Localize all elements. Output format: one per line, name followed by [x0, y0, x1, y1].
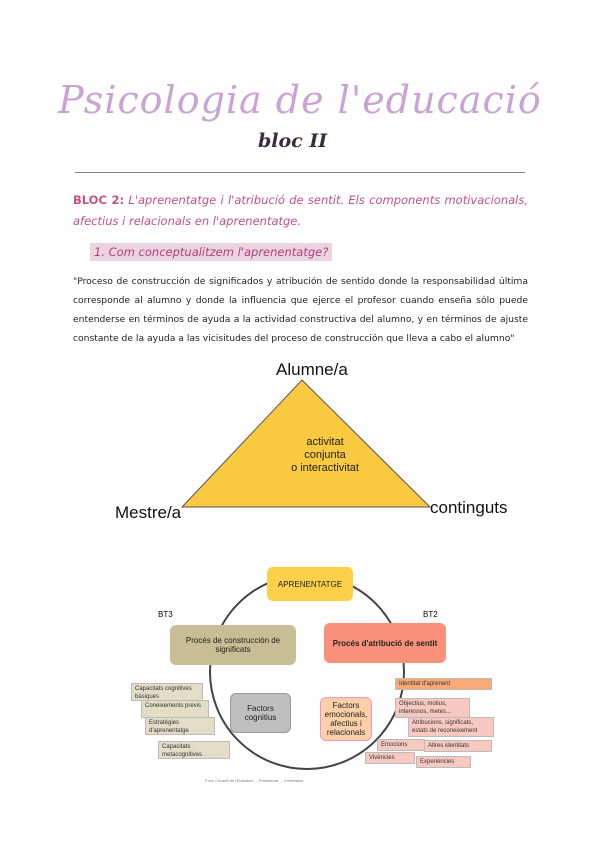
triangle-left-label: Mestre/a — [115, 503, 182, 522]
triangle-center-label: activitat conjunta o interactivitat — [270, 436, 380, 475]
center-line: conjunta — [304, 449, 346, 461]
quote-paragraph: "Proceso de construcción de significados… — [73, 276, 528, 344]
emotional-item: Vivències — [365, 752, 415, 764]
bloc-text: L'aprenentatge i l'atribució de sentit. … — [73, 193, 528, 228]
document-subtitle: bloc II — [258, 130, 328, 152]
divider — [75, 172, 525, 173]
center-line: o interactivitat — [291, 462, 359, 474]
aprenentatge-box: APRENENTATGE — [267, 567, 353, 601]
cognitive-item: Capacitats metacognitives — [158, 741, 230, 759]
cognitive-item: Estratègies d'aprenentatge — [145, 717, 215, 735]
bloc-label: BLOC 2: — [73, 193, 125, 207]
emotional-item: Emocions — [377, 739, 425, 751]
cognitive-item: Capacitats cognitives bàsiques — [131, 683, 203, 701]
figure-caption: Font: Consell de l'Educació ... Professo… — [205, 778, 303, 783]
factors-emocionals-box: Factors emocionals, afectius i relaciona… — [320, 697, 372, 741]
subheading: 1. Com conceptualitzem l'aprenentatge? — [90, 243, 333, 261]
triangle-right-label: continguts — [430, 498, 508, 517]
cycle-circle — [209, 574, 405, 770]
bt3-label: BT3 — [158, 610, 173, 619]
cognitive-item: Coneixements previs — [141, 700, 209, 718]
construccio-box: Procés de construcción de significats — [170, 625, 296, 665]
triangle-top-label: Alumne/a — [276, 360, 348, 379]
emotional-item: Altres identitats — [424, 740, 492, 752]
emotional-item: Identitat d'aprenent — [395, 678, 492, 690]
atribucio-box: Procés d'atribució de sentit — [324, 623, 446, 663]
triangle — [180, 379, 432, 508]
emotional-item: Experiències — [416, 756, 471, 768]
bt2-label: BT2 — [423, 610, 438, 619]
center-line: activitat — [306, 436, 344, 448]
emotional-item: Atribucions, significats, estats de reco… — [408, 717, 494, 737]
emotional-item: Objectius, motius, interessos, metes... — [395, 698, 470, 718]
factors-cognitius-box: Factors cognitius — [230, 693, 291, 733]
document-title: Psicologia de l'educació — [58, 78, 542, 122]
section-heading: BLOC 2: L'aprenentatge i l'atribució de … — [73, 190, 528, 232]
